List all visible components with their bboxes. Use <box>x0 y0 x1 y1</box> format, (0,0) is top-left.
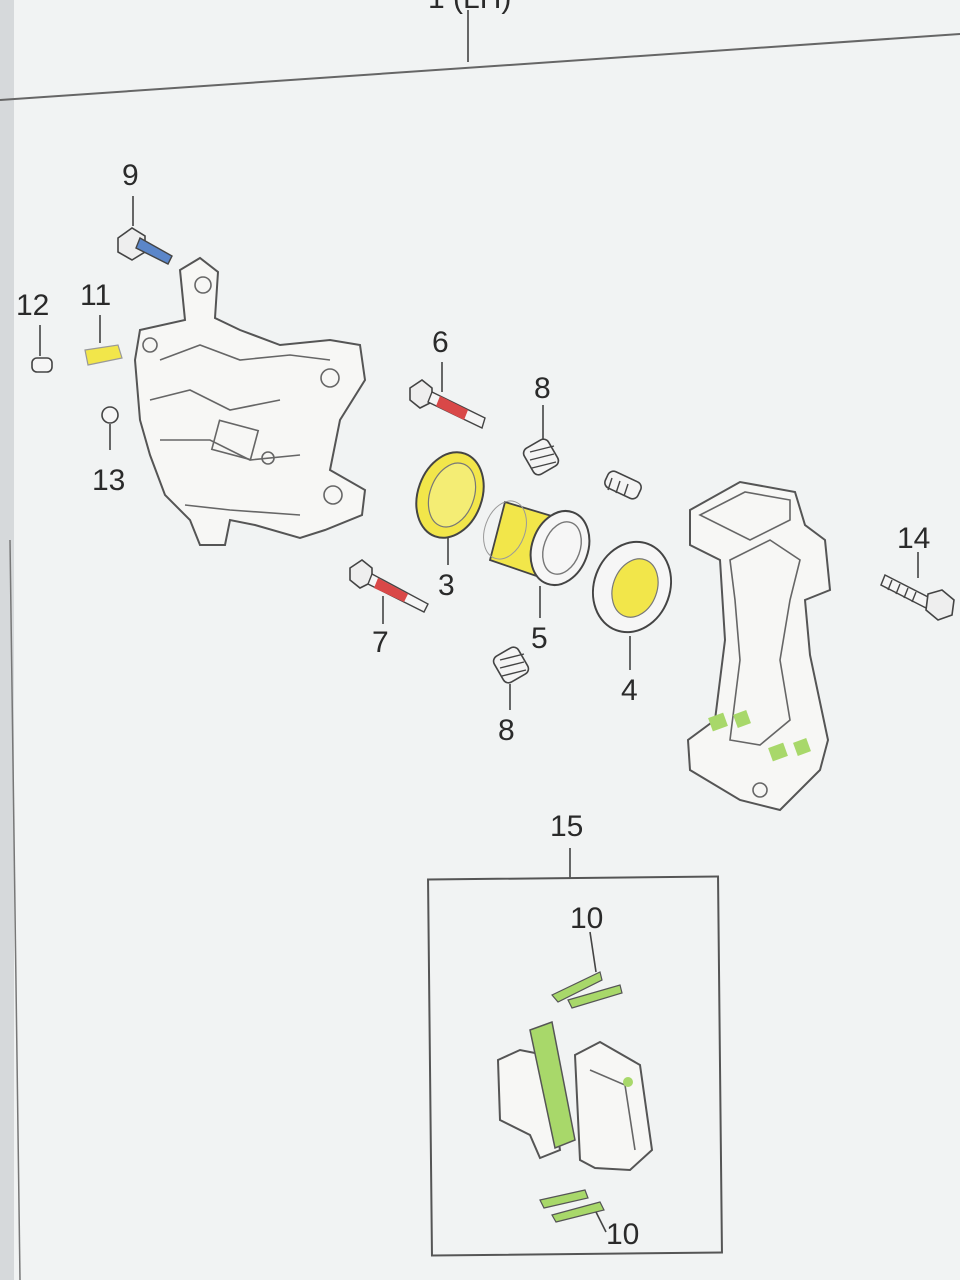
boot-part-8-lower <box>492 646 530 710</box>
callout-15: 15 <box>550 810 583 843</box>
callout-14: 14 <box>897 522 930 555</box>
header-divider <box>0 33 960 101</box>
bolt-part-14 <box>880 552 955 621</box>
cap-part-12 <box>31 325 53 373</box>
brake-pads <box>496 1020 654 1172</box>
guide-pin-part-7 <box>349 559 429 624</box>
piston-part-5 <box>483 500 591 618</box>
callout-5: 5 <box>531 622 548 655</box>
callout-13: 13 <box>92 464 125 497</box>
left-border <box>9 539 21 1280</box>
callout-9: 9 <box>122 159 139 192</box>
bolt-part-9 <box>117 196 173 265</box>
bleeder-part-11 <box>84 315 123 366</box>
screen-bezel-left <box>0 0 14 1280</box>
shim-clips-lower <box>539 1189 607 1233</box>
callout-11: 11 <box>80 279 111 312</box>
dust-boot-part-4 <box>591 540 673 670</box>
callout-8-upper: 8 <box>534 372 551 405</box>
washer-part-13 <box>101 406 119 450</box>
pad-kit-box-part-15 <box>427 848 723 1257</box>
piston-seal-part-3 <box>415 451 485 565</box>
guide-pin-part-6 <box>409 362 486 429</box>
caliper-carrier <box>686 480 832 812</box>
callout-10-lower: 10 <box>606 1218 639 1251</box>
callout-7: 7 <box>372 626 389 659</box>
callout-8-lower: 8 <box>498 714 515 747</box>
callout-12: 12 <box>16 289 49 322</box>
header-title: 1 (LH) <box>428 0 511 15</box>
boot-part-8-upper <box>522 405 560 476</box>
callout-4: 4 <box>621 674 638 707</box>
caliper-body <box>133 256 367 546</box>
callout-6: 6 <box>432 326 449 359</box>
callout-10-upper: 10 <box>570 902 603 935</box>
callout-3: 3 <box>438 569 455 602</box>
shim-clips-upper <box>551 931 623 1009</box>
boot-part-8-small <box>604 470 642 500</box>
